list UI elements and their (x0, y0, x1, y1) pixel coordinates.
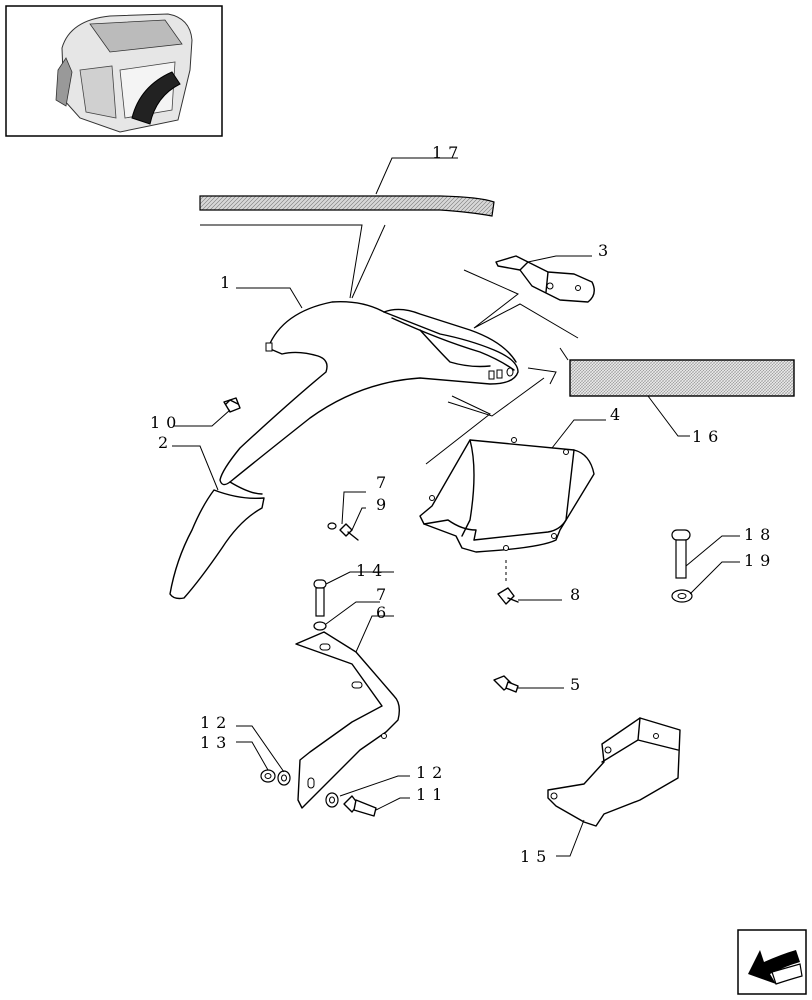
part-7b-washer (313, 621, 327, 631)
callout-18: 18 (744, 525, 776, 544)
part-2-extension (169, 489, 265, 600)
part-4-cover (419, 437, 595, 553)
part-8-screw (497, 587, 519, 605)
callout-7b: 7 (376, 585, 392, 604)
part-6-bracket (295, 631, 401, 809)
part-10-clip (223, 397, 241, 413)
callout-11: 11 (416, 785, 448, 804)
callout-17: 17 (432, 143, 464, 162)
part-18-bolt (671, 529, 691, 579)
callout-1: 1 (220, 273, 236, 292)
cab-thumbnail-icon (55, 13, 193, 133)
callout-12a: 12 (200, 713, 232, 732)
callout-8: 8 (570, 585, 586, 604)
callout-5: 5 (570, 675, 586, 694)
part-3-bracket (495, 255, 595, 303)
callout-16: 16 (692, 427, 724, 446)
part-1-fender (219, 301, 519, 495)
back-arrow-icon (748, 950, 803, 985)
part-14-bolt (313, 579, 327, 617)
part-15-bracket (547, 717, 681, 827)
locator-thumbnail (5, 5, 223, 137)
callout-15: 15 (520, 847, 552, 866)
part-16-panel (569, 359, 795, 397)
callout-19: 19 (744, 551, 776, 570)
callout-14: 14 (356, 561, 388, 580)
callout-2: 2 (158, 433, 174, 452)
callout-7a: 7 (376, 473, 392, 492)
part-19-washer (671, 589, 693, 603)
callout-4: 4 (610, 405, 626, 424)
part-13-nut (260, 769, 276, 783)
callout-10: 10 (150, 413, 182, 432)
previous-page-arrow-button[interactable] (737, 929, 807, 995)
part-12b-washer (325, 792, 339, 808)
callout-13: 13 (200, 733, 232, 752)
part-12-washer (277, 770, 291, 786)
part-11-bolt (343, 795, 377, 817)
callout-9: 9 (376, 495, 392, 514)
part-17-strip (199, 195, 495, 217)
part-7-washer (327, 522, 337, 530)
callout-12b: 12 (416, 763, 448, 782)
part-5-screw (493, 675, 519, 693)
callout-6: 6 (376, 603, 392, 622)
callout-3: 3 (598, 241, 614, 260)
part-9-bolt (339, 523, 359, 541)
